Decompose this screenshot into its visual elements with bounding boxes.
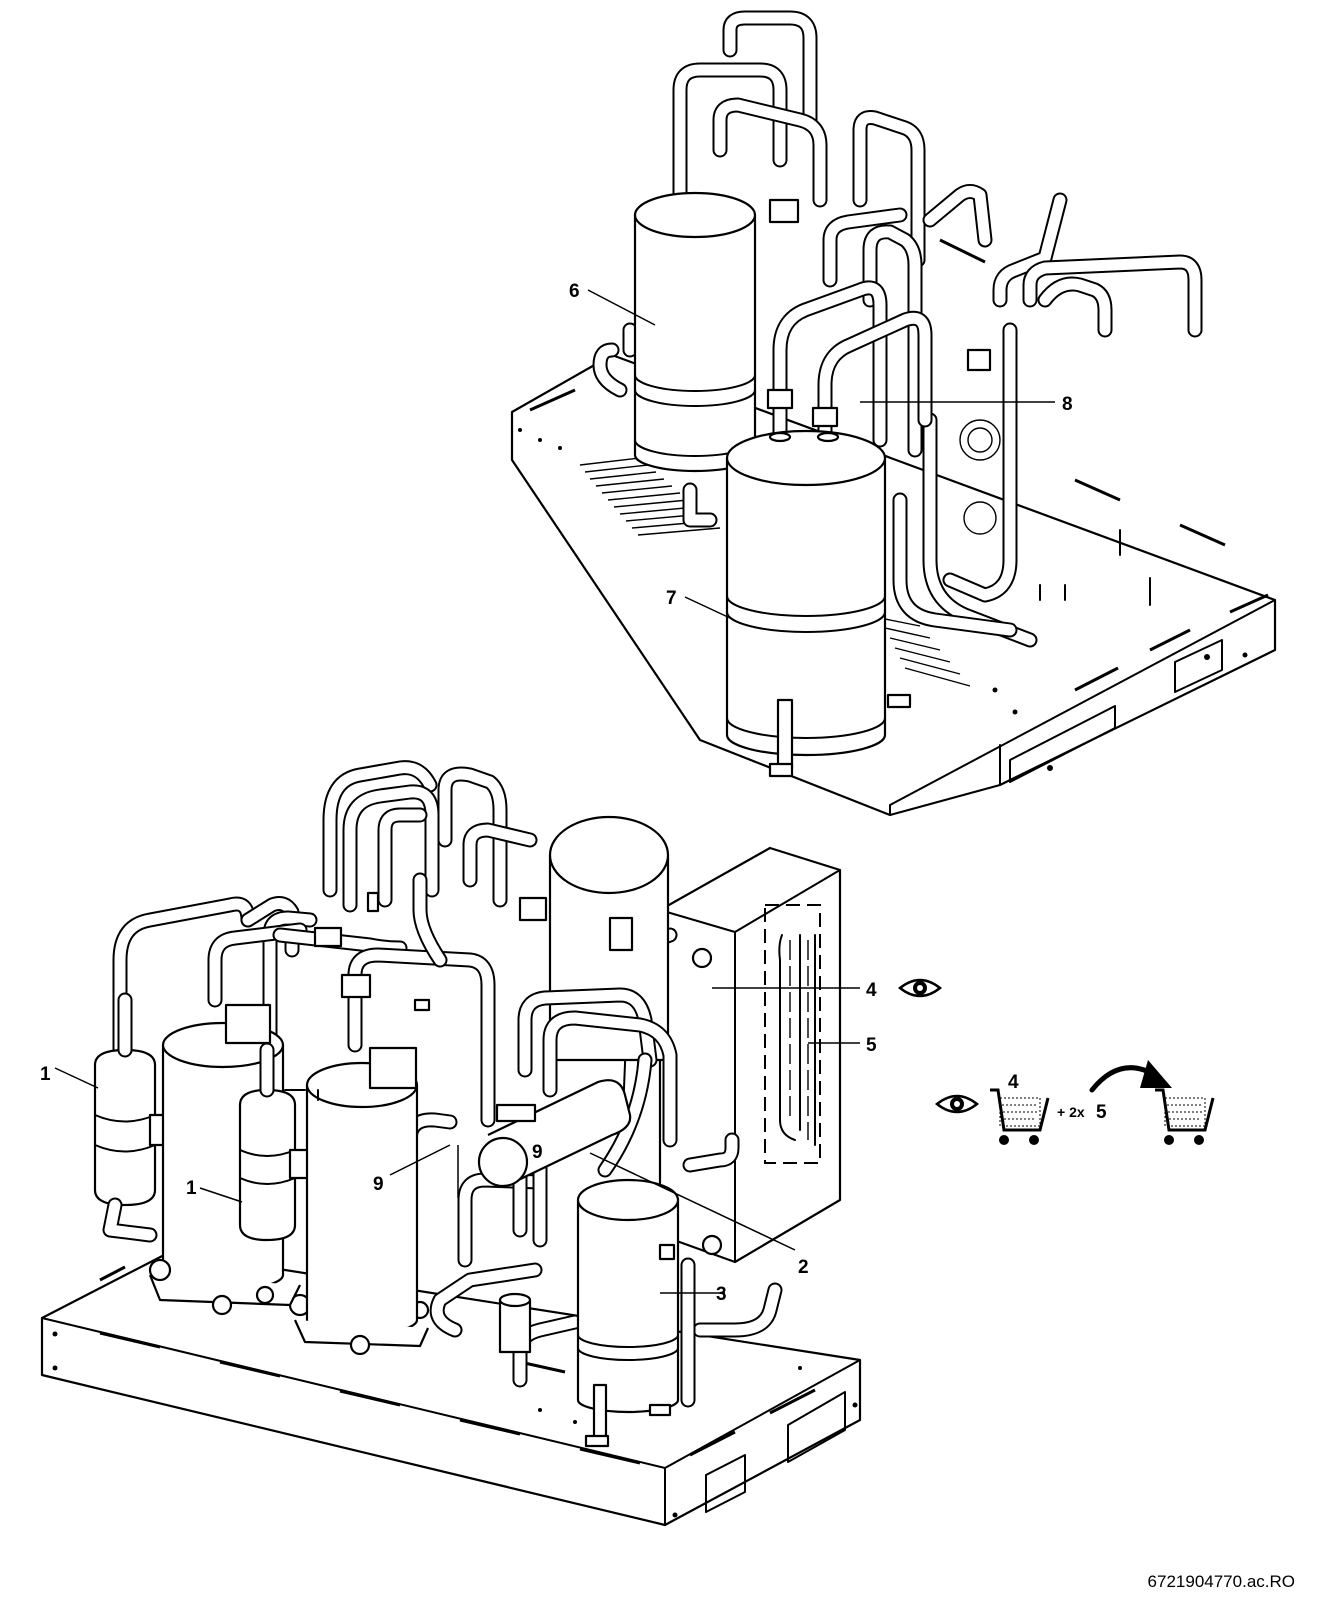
tank-7 [725, 429, 912, 778]
compressor-right [293, 1046, 430, 1356]
callout-7: 7 [666, 588, 677, 609]
receiver-3 [576, 1178, 696, 1448]
callout-6: 6 [569, 281, 580, 302]
exchanger-internal-plates-5 [778, 934, 816, 1146]
callout-8: 8 [1062, 394, 1073, 415]
bottom-base-plate [40, 1250, 862, 1527]
callout-labels: 6 7 8 4 5 1 1 9 9 2 3 [40, 281, 1073, 1305]
cart-icon [1155, 1088, 1215, 1145]
legend-cart-part: 4 [1008, 1072, 1019, 1093]
legend-extra-part: 5 [1096, 1102, 1107, 1123]
callout-2: 2 [798, 1257, 809, 1278]
eye-icon [934, 1094, 980, 1114]
spare-part-legend: 4 + 2x 5 [934, 1060, 1215, 1145]
top-vent-grille [579, 457, 971, 687]
legend-plus-quantity: + 2x [1057, 1104, 1085, 1120]
oil-separator-2 [477, 1079, 632, 1188]
bottom-pipework [112, 760, 783, 1388]
callout-1-left: 1 [40, 1064, 51, 1085]
eye-icon [897, 978, 943, 998]
cart-icon [990, 1088, 1050, 1145]
accumulator-1-center [238, 1042, 312, 1242]
bottom-assembly [40, 760, 862, 1527]
top-pipework [592, 10, 1203, 648]
callout-5: 5 [866, 1035, 877, 1056]
curved-arrow-icon [1089, 1060, 1172, 1093]
document-code: 6721904770.ac.RO [1147, 1572, 1295, 1591]
accumulator-1-left [93, 992, 174, 1243]
top-assembly [510, 10, 1277, 817]
callout-1-center: 1 [186, 1178, 197, 1199]
callout-leaders [54, 289, 1055, 1294]
tank-7-pipes [766, 207, 933, 478]
callout-9-left: 9 [373, 1174, 384, 1195]
callout-9-center: 9 [532, 1142, 543, 1163]
callout-4: 4 [866, 980, 877, 1001]
tank-6 [633, 191, 757, 473]
callout-3: 3 [716, 1284, 727, 1305]
